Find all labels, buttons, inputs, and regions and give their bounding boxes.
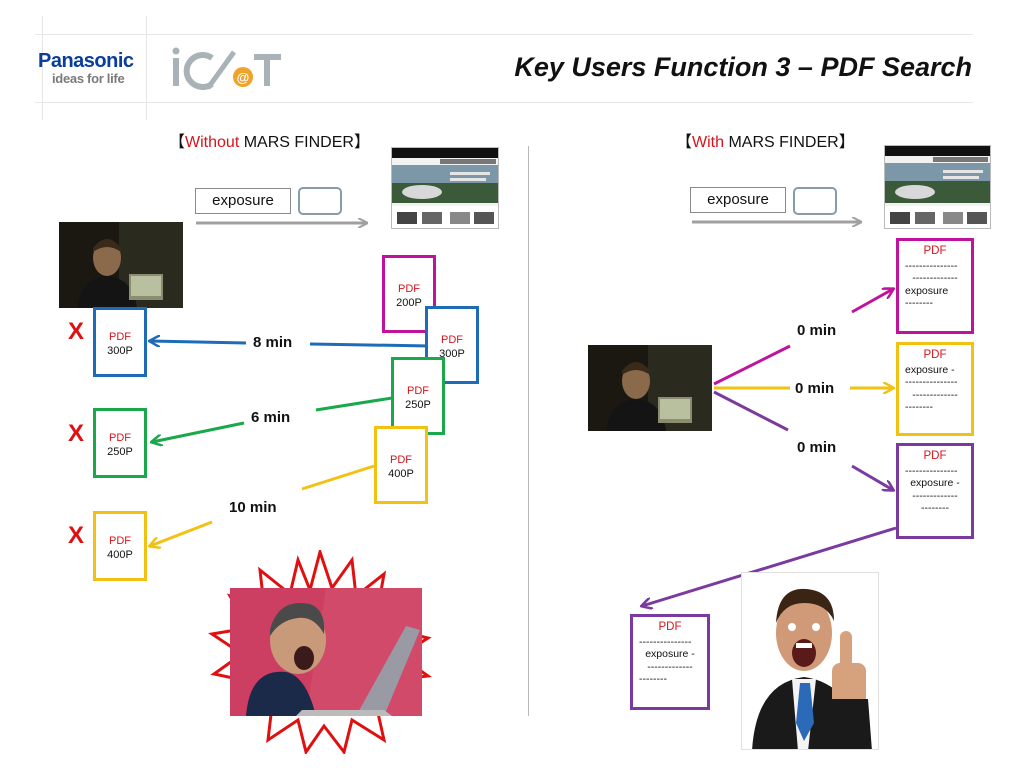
header-left-rule: [42, 16, 43, 120]
time-label-6min: 6 min: [251, 409, 291, 426]
fail-mark: X: [68, 522, 85, 549]
yellow-arrow-tail: [301, 464, 375, 491]
website-screenshot-left: [391, 147, 499, 229]
magenta-line-a: [713, 344, 791, 386]
header-top-rule: [35, 34, 973, 35]
purple-line-b: [851, 464, 893, 490]
user-photo-left: [59, 222, 183, 308]
result-doc-1[interactable]: PDF --------------- ------------- exposu…: [896, 238, 974, 334]
result-doc-2[interactable]: PDF exposure - --------------- ---------…: [896, 342, 974, 436]
header-bottom-rule: [35, 102, 973, 103]
purple-line-a: [713, 390, 789, 432]
time-label-10min: 10 min: [229, 499, 277, 516]
search-button-left[interactable]: [298, 187, 342, 215]
green-arrow-left: [152, 421, 245, 442]
yellow-arrow-left: [150, 520, 213, 546]
green-arrow-tail: [315, 396, 393, 412]
time-label-0min: 0 min: [795, 380, 835, 397]
final-doc[interactable]: PDF --------------- exposure - ---------…: [630, 614, 710, 710]
panasonic-logo: Panasonic ideas for life: [38, 50, 134, 86]
center-divider: [528, 146, 529, 716]
blue-arrow-tail: [309, 342, 431, 348]
header-mid-rule: [146, 16, 147, 120]
angry-user-burst: [206, 546, 434, 756]
time-label-0min: 0 min: [797, 322, 837, 339]
result-doc-3[interactable]: PDF --------------- exposure - ---------…: [896, 443, 974, 539]
time-label-0min: 0 min: [797, 439, 837, 456]
magenta-line-b: [851, 289, 893, 314]
user-photo-right: [588, 345, 712, 431]
search-input-left[interactable]: exposure: [195, 188, 291, 214]
website-screenshot-right: [884, 145, 991, 229]
happy-user-thumbs-up: [741, 572, 879, 750]
brand-tagline: ideas for life: [52, 71, 125, 86]
svg-text:@: @: [237, 70, 250, 85]
brand-name: Panasonic: [38, 50, 134, 72]
fail-mark: X: [68, 420, 85, 447]
time-label-8min: 8 min: [253, 334, 293, 351]
fail-mark: X: [68, 318, 85, 345]
search-input-right[interactable]: exposure: [690, 187, 786, 213]
without-heading: 【Without MARS FINDER】: [169, 134, 370, 151]
icat-logo: @: [170, 46, 285, 96]
with-heading: 【With MARS FINDER】: [676, 134, 855, 151]
page-title: Key Users Function 3 – PDF Search: [514, 52, 972, 82]
blue-arrow-left: [150, 341, 247, 343]
search-button-right[interactable]: [793, 187, 837, 215]
purple-arrow-to-final: [642, 526, 897, 606]
